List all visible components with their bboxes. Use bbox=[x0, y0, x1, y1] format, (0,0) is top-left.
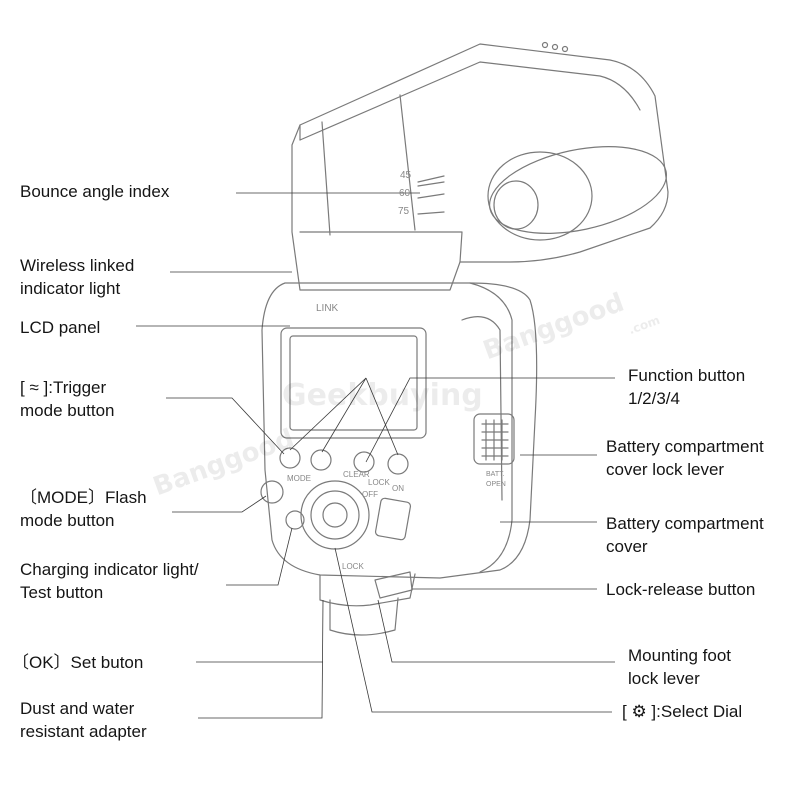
link-text: LINK bbox=[316, 303, 339, 314]
bounce-angle-marks bbox=[417, 175, 445, 215]
label-lock-release-button: Lock-release button bbox=[606, 580, 756, 599]
clear-text: CLEAR bbox=[343, 470, 370, 479]
label-function-button: Function button 1/2/3/4 bbox=[628, 366, 746, 408]
flash-head bbox=[291, 41, 669, 291]
leader-lines bbox=[136, 192, 615, 719]
label-ok-set-button: 〔OK〕Set buton bbox=[12, 653, 144, 672]
label-dust-adapter: Dust and water resistant adapter bbox=[20, 699, 147, 741]
label-battery-lock-lever: Battery compartment cover lock lever bbox=[606, 437, 764, 479]
lock-text: LOCK bbox=[368, 478, 390, 487]
label-lcd-panel: LCD panel bbox=[20, 318, 101, 337]
mode-text: MODE bbox=[287, 474, 311, 483]
label-flash-mode-button: 〔MODE〕Flash mode button bbox=[20, 488, 147, 530]
label-battery-cover: Battery compartment cover bbox=[606, 514, 764, 556]
label-bounce-angle-index: Bounce angle index bbox=[20, 182, 170, 201]
foot-lock-text: LOCK bbox=[342, 562, 364, 571]
label-charging-indicator: Charging indicator light/ Test button bbox=[20, 560, 199, 602]
on-text: ON bbox=[392, 484, 404, 493]
label-mounting-foot-lever: Mounting foot lock lever bbox=[628, 646, 732, 688]
angle-75-text: 75 bbox=[398, 206, 410, 217]
label-trigger-mode-button: [ ≈ ]:Trigger mode button bbox=[20, 378, 115, 420]
label-select-dial: [ ⚙ ]:Select Dial bbox=[622, 702, 743, 721]
angle-60-text: 60 bbox=[399, 188, 411, 199]
off-text: OFF bbox=[362, 490, 378, 499]
angle-45-text: 45 bbox=[400, 170, 412, 181]
batt-text: BATT. bbox=[486, 471, 505, 478]
mounting-foot bbox=[319, 571, 416, 636]
open-text: OPEN bbox=[486, 481, 506, 488]
label-wireless-linked-indicator: Wireless linked indicator light bbox=[20, 256, 135, 298]
flash-body bbox=[260, 282, 538, 579]
